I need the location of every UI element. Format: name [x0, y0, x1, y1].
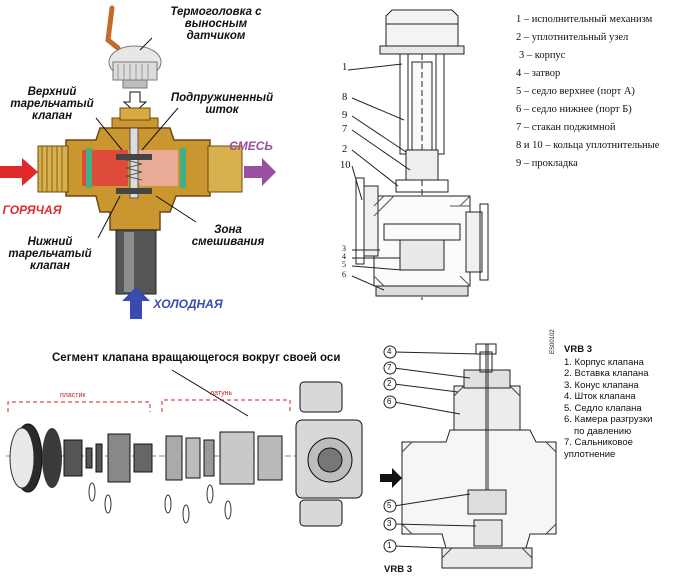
exploded-view-diagram: Сегмент клапана вращающегося вокруг свое…: [0, 340, 380, 581]
vrb-callout-6: 6: [387, 397, 392, 406]
label-thermohead: Термоголовка с выносным датчиком: [170, 6, 262, 42]
label-brass: латунь: [210, 390, 233, 397]
mixing-valve-diagram: Термоголовка с выносным датчиком Верхний…: [0, 0, 300, 320]
label-mix: СМЕСЬ: [229, 139, 273, 153]
mixing-valve-illustration: [0, 5, 276, 319]
label-hot: ГОРЯЧАЯ: [2, 203, 62, 217]
vrb-callout-4: 4: [387, 347, 392, 356]
legend-item: 8 и 10 – кольца уплотнительные: [516, 140, 660, 151]
vrb-legend-item: 2. Вставка клапана: [564, 368, 649, 379]
callout-10: 10: [340, 160, 351, 171]
vrb3-footer: VRB 3: [384, 564, 412, 575]
legend-item: 3 – корпус: [519, 50, 566, 61]
vrb-legend-item: 7. Сальниковое уплотнение: [564, 437, 633, 460]
exploded-view-title: Сегмент клапана вращающегося вокруг свое…: [52, 352, 341, 364]
label-zone: Зона смешивания: [191, 224, 265, 248]
callout-1: 1: [342, 62, 348, 73]
callout-9: 9: [342, 110, 348, 121]
vrb-callout-2: 2: [387, 379, 392, 388]
label-stem: Подпружиненный шток: [170, 92, 274, 116]
vrb3-section-diagram: 4 7 2 6 5 3 1 ES00102 VRB 3 1. Корпус кл…: [380, 329, 682, 581]
label-lower-valve: Нижний тарельчатый клапан: [8, 236, 92, 272]
vrb3-section-illustration: [380, 343, 557, 569]
vrb-callout-3: 3: [387, 519, 392, 528]
legend-item: 7 – стакан поджимной: [516, 122, 616, 133]
drawing-legend: 1 – исполнительный механизм 2 – уплотнит…: [516, 14, 682, 169]
legend-item: 6 – седло нижнее (порт Б): [516, 104, 632, 115]
vrb-callout-5: 5: [387, 501, 392, 510]
label-upper-valve: Верхний тарельчатый клапан: [10, 86, 94, 122]
vrb-legend-item: по давлению: [574, 425, 632, 437]
callout-4: 4: [342, 252, 346, 261]
vrb3-heading: VRB 3: [564, 344, 592, 355]
callout-3: 3: [342, 244, 346, 253]
legend-item: 2 – уплотнительный узел: [516, 32, 629, 43]
callout-7: 7: [342, 124, 348, 135]
vrb-legend-item: 4. Шток клапана: [564, 391, 636, 402]
label-cold: ХОЛОДНАЯ: [153, 297, 223, 311]
label-plastic: пластик: [60, 392, 86, 399]
callout-6: 6: [342, 270, 346, 279]
side-code: ES00102: [550, 329, 556, 354]
vrb-callout-1: 1: [387, 541, 392, 550]
vrb-callout-7: 7: [387, 363, 392, 372]
vrb-legend-item: 3. Конус клапана: [564, 379, 639, 391]
legend-item: 1 – исполнительный механизм: [516, 14, 653, 25]
legend-item: 4 – затвор: [516, 68, 561, 79]
vrb-legend-item: 5. Седло клапана: [564, 402, 642, 414]
callout-8: 8: [342, 92, 348, 103]
callout-2: 2: [342, 144, 348, 155]
exploded-view-illustration: [6, 369, 363, 527]
legend-item: 5 – седло верхнее (порт А): [516, 86, 635, 97]
valve-section-drawing: 1 8 9 7 2 10 3 4 5 6 1 – исполнительный …: [340, 0, 682, 320]
callout-5: 5: [342, 260, 346, 269]
valve-section-illustration: [347, 9, 489, 300]
vrb3-legend: VRB 3 1. Корпус клапана 2. Вставка клапа…: [564, 344, 682, 460]
legend-item: 9 – прокладка: [516, 158, 578, 169]
vrb-legend-item: 1. Корпус клапана: [564, 356, 644, 368]
vrb-legend-item: 6. Камера разгрузки: [564, 414, 653, 425]
